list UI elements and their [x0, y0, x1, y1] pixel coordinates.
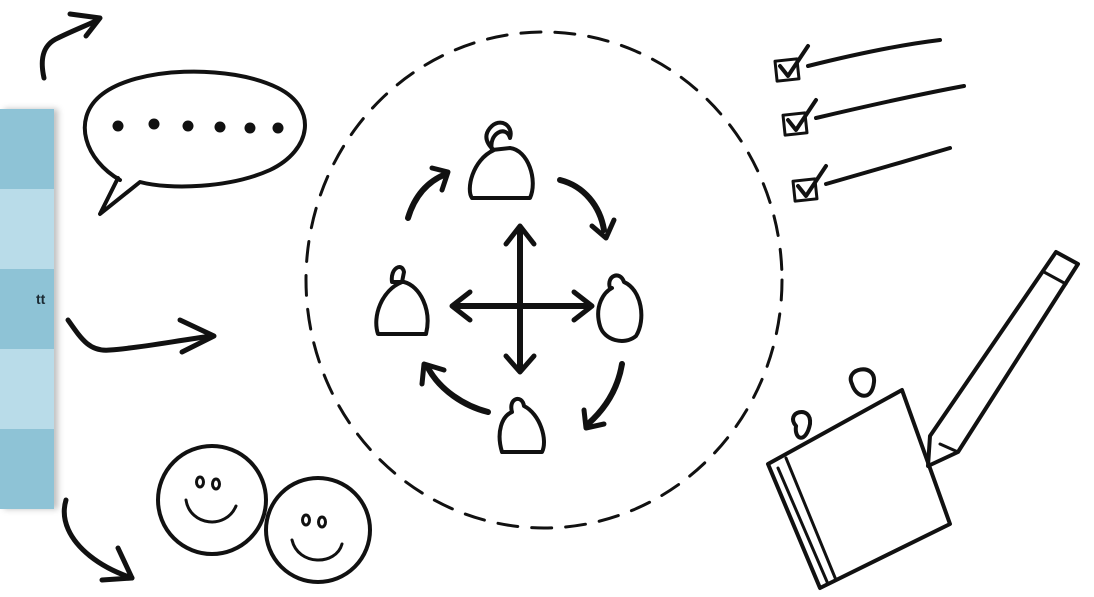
menu-row-3[interactable]: [0, 269, 54, 349]
menu-row-4[interactable]: [0, 349, 54, 429]
team-network-icon: [304, 30, 784, 530]
menu-row-5[interactable]: [0, 429, 54, 509]
side-menu: [0, 109, 54, 509]
arrow-down-icon: [61, 497, 135, 583]
smiley-faces-icon: [156, 444, 372, 584]
menu-row-2[interactable]: [0, 189, 54, 269]
arrow-right-icon: [65, 317, 217, 355]
notepad-pencil-icon: [766, 250, 1080, 590]
checklist-icon: [773, 38, 966, 203]
menu-row-1[interactable]: [0, 109, 54, 189]
curved-arrow-icon: [39, 11, 103, 81]
speech-bubble-icon: [82, 69, 307, 216]
menu-row-3-label: tt: [36, 291, 46, 307]
